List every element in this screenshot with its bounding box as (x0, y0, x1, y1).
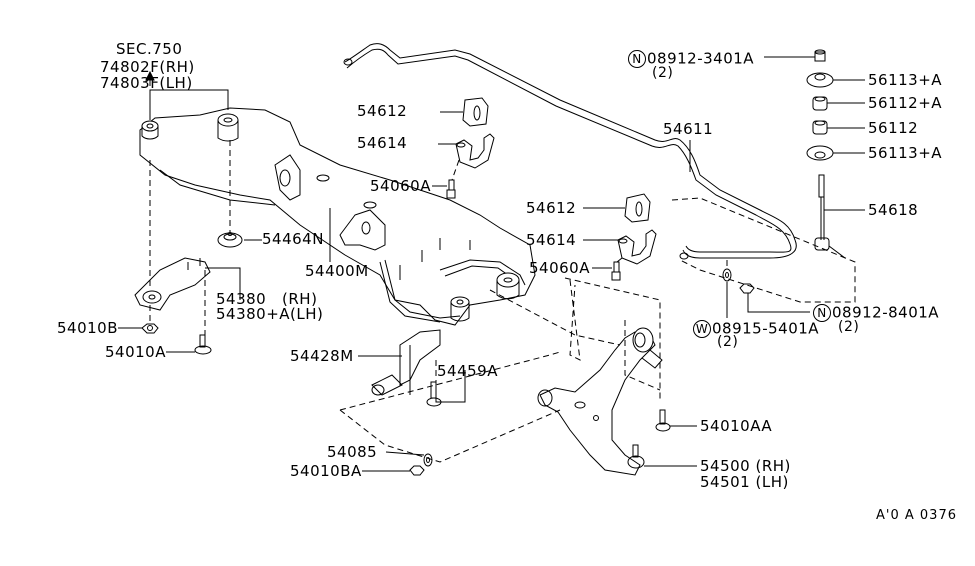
stabilizer-link-54618[interactable] (814, 174, 846, 259)
section-ref-rh: 74802F(RH) (100, 58, 195, 76)
bolt-54060a-lower[interactable] (611, 261, 621, 281)
lower-control-arm[interactable] (537, 327, 663, 476)
bushing-54612-upper[interactable] (462, 97, 489, 127)
member-bracket[interactable] (134, 257, 211, 311)
assembly-lines (149, 140, 856, 463)
callout-54618[interactable]: 54618 (868, 201, 919, 219)
callout-54500[interactable]: 54500 (RH) (700, 457, 791, 475)
callout-56113a-bottom[interactable]: 56113+A (868, 144, 943, 162)
bolt-54010a[interactable] (194, 334, 212, 355)
callout-54464n[interactable]: 54464N (262, 230, 324, 248)
callout-54060a-lower[interactable]: 54060A (529, 259, 590, 277)
callout-54060a-upper[interactable]: 54060A (370, 177, 431, 195)
nut-symbol-icon: N (813, 304, 831, 322)
washer-08915-5401a[interactable] (722, 268, 732, 282)
callout-54010a[interactable]: 54010A (105, 343, 166, 361)
washer-54085[interactable] (423, 453, 433, 467)
bushing-56112[interactable] (812, 120, 828, 135)
tension-rod-bracket[interactable] (371, 329, 441, 396)
callout-54611[interactable]: 54611 (663, 120, 714, 138)
suspension-crossmember[interactable] (139, 107, 536, 326)
bushing-56112a[interactable] (812, 96, 828, 111)
washer-56113a-bottom[interactable] (806, 145, 834, 161)
callout-54428m[interactable]: 54428M (290, 347, 354, 365)
callout-54010b[interactable]: 54010B (57, 319, 119, 337)
callout-54010aa[interactable]: 54010AA (700, 417, 773, 435)
bushing-54612-lower[interactable] (624, 193, 651, 223)
callout-56112[interactable]: 56112 (868, 119, 919, 137)
nut-08912-3401a[interactable] (814, 49, 826, 62)
leader-lines (118, 56, 865, 472)
section-ref-lh: 74803F(LH) (100, 74, 193, 92)
callout-54380[interactable]: 54380 (RH) (216, 290, 318, 308)
callout-56113a-top[interactable]: 56113+A (868, 71, 943, 89)
qty-08912-3401a: (2) (652, 65, 674, 81)
stabilizer-bar[interactable] (343, 43, 797, 260)
diagram-reference-code: A'0 A 0376 (876, 508, 957, 523)
nut-symbol-icon: N (628, 50, 646, 68)
callout-54612-lower[interactable]: 54612 (526, 199, 577, 217)
callout-56112a[interactable]: 56112+A (868, 94, 943, 112)
callout-54501[interactable]: 54501 (LH) (700, 473, 789, 491)
clamp-54614-upper[interactable] (455, 133, 495, 169)
callout-54400m[interactable]: 54400M (305, 262, 369, 280)
washer-56113a-top[interactable] (806, 72, 834, 88)
qty-08915-5401a: (2) (717, 334, 739, 350)
qty-08912-8401a: (2) (838, 319, 860, 335)
bolt-54060a-upper[interactable] (446, 179, 456, 199)
callout-54085[interactable]: 54085 (327, 443, 378, 461)
nut-08912-8401a[interactable] (739, 283, 755, 294)
callout-54010ba[interactable]: 54010BA (290, 462, 362, 480)
callout-54380a[interactable]: 54380+A(LH) (216, 305, 324, 323)
callout-54614-lower[interactable]: 54614 (526, 231, 577, 249)
bolt-54010aa[interactable] (655, 409, 671, 432)
nut-54010b[interactable] (141, 323, 159, 334)
nut-54010ba[interactable] (409, 465, 425, 476)
callout-54459a[interactable]: 54459A (437, 362, 498, 380)
callout-54612-upper[interactable]: 54612 (357, 102, 408, 120)
section-ref-title: SEC.750 (116, 40, 183, 58)
callout-54614-upper[interactable]: 54614 (357, 134, 408, 152)
clamp-54614-lower[interactable] (617, 229, 657, 265)
insulator-54464n[interactable] (217, 232, 243, 248)
washer-symbol-icon: W (693, 320, 711, 338)
